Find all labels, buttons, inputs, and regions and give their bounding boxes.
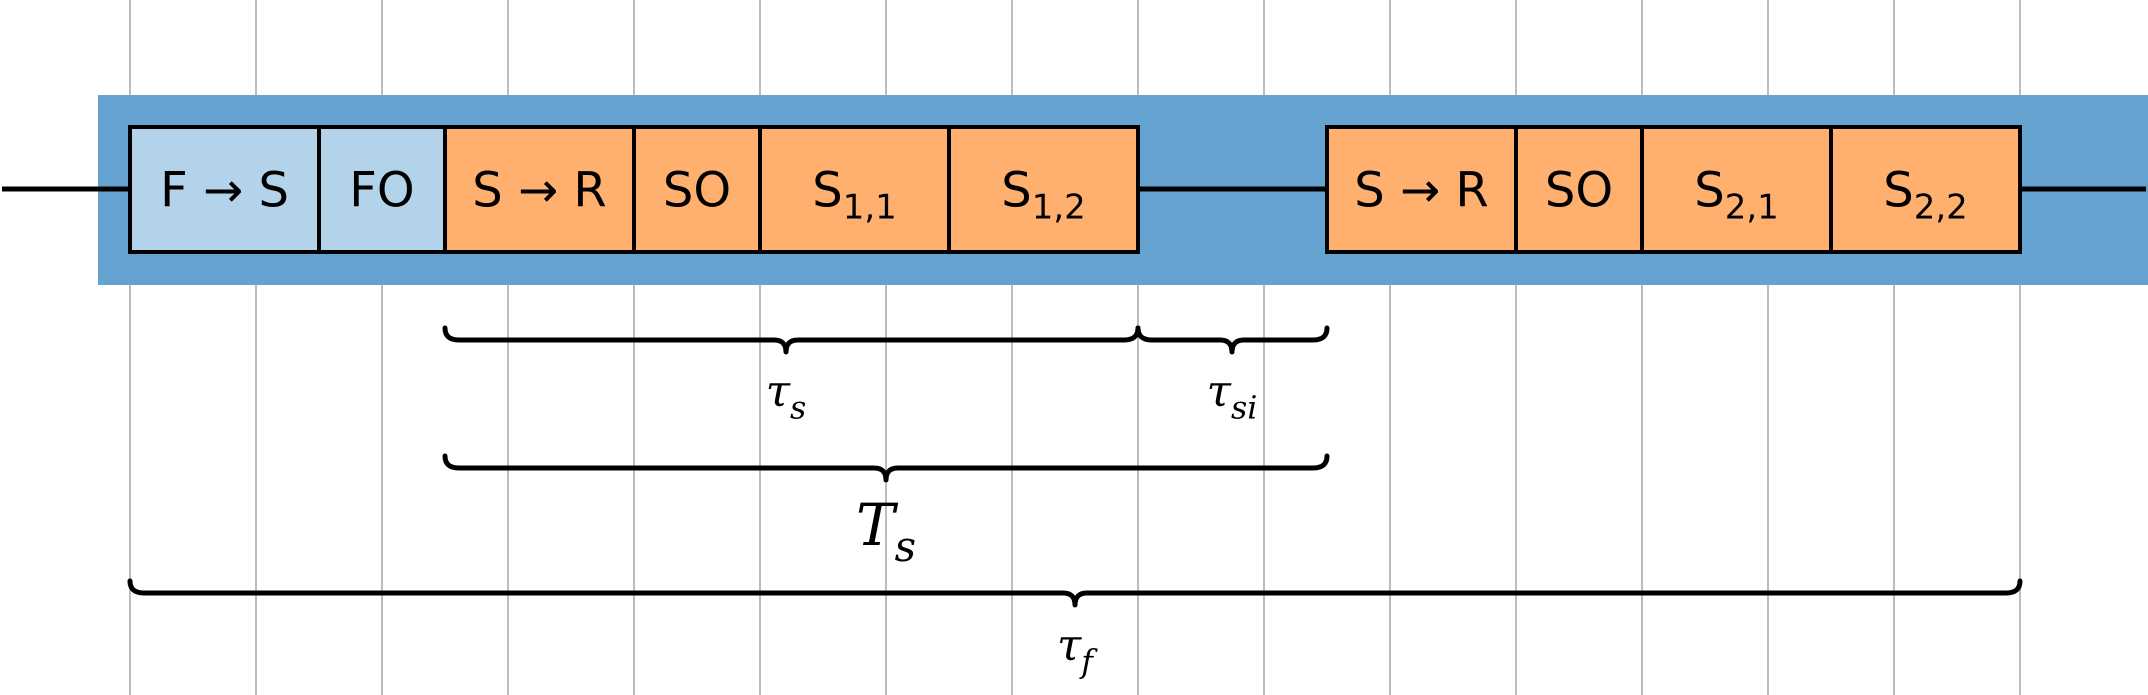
block-label: F → S: [160, 163, 289, 219]
block-so-2: SO: [1514, 125, 1644, 254]
block-rect: [758, 125, 951, 254]
brace-tau-s: τs: [442, 325, 1141, 426]
block-s-1-1: S1,1: [758, 125, 951, 254]
block-label: S → R: [472, 163, 607, 219]
brace-label: Ts: [856, 491, 916, 571]
brace-tau-f: τf: [127, 578, 2023, 680]
block-fo: FO: [317, 125, 447, 254]
block-rect: [1829, 125, 2022, 254]
block-rect: [128, 125, 321, 254]
block-rect: [317, 125, 447, 254]
block-s-to-r-2: S → R: [1325, 125, 1518, 254]
block-rect: [1514, 125, 1644, 254]
block-rect: [1325, 125, 1518, 254]
block-label: S2,2: [1883, 163, 1968, 228]
brace-path: [1135, 325, 1330, 355]
block-rect: [443, 125, 636, 254]
block-s-1-2: S1,2: [947, 125, 1140, 254]
brace-path: [442, 325, 1141, 355]
brace-label: τsi: [1207, 366, 1258, 426]
brace-T-s: Ts: [442, 453, 1330, 571]
block-label: S1,1: [812, 163, 897, 228]
block-s-2-1: S2,1: [1640, 125, 1833, 254]
block-rect: [632, 125, 762, 254]
block-rect: [1640, 125, 1833, 254]
brace-tau-si: τsi: [1135, 325, 1330, 426]
block-s-to-r-1: S → R: [443, 125, 636, 254]
block-label: FO: [349, 163, 414, 219]
block-label: S2,1: [1694, 163, 1779, 228]
block-label: S → R: [1354, 163, 1489, 219]
block-label: S1,2: [1001, 163, 1086, 228]
slot-blocks: F → S FO S → R SO S1,1 S1,2 S → R SO S2,1 S2,2: [128, 125, 2022, 254]
brace-path: [442, 453, 1330, 483]
block-s-2-2: S2,2: [1829, 125, 2022, 254]
brace-label: τs: [766, 366, 807, 426]
brace-path: [127, 578, 2023, 608]
block-rect: [947, 125, 1140, 254]
block-label: SO: [1545, 163, 1613, 219]
brace-label: τf: [1057, 620, 1098, 680]
block-so-1: SO: [632, 125, 762, 254]
block-f-to-s: F → S: [128, 125, 321, 254]
block-label: SO: [663, 163, 731, 219]
